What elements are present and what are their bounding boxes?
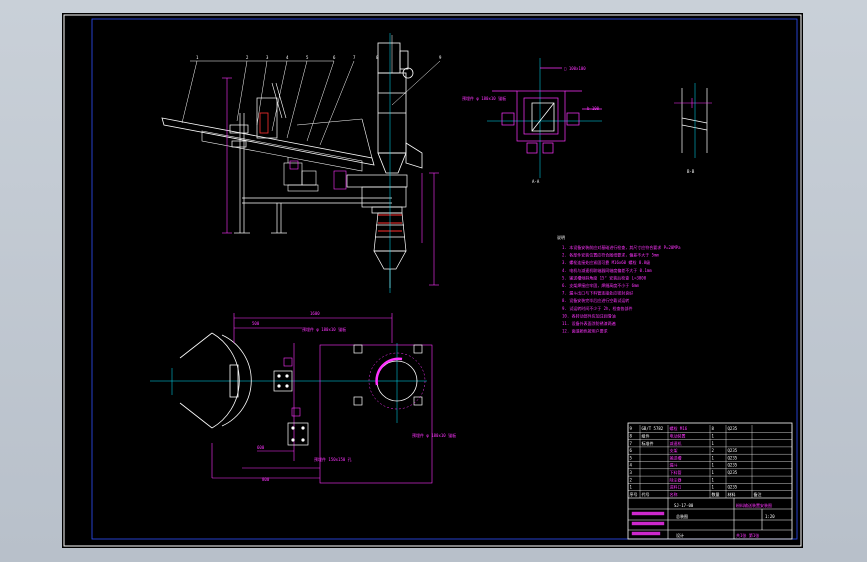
note-line: 6. 支架焊接应牢固，焊缝高度不小于 6mm bbox=[562, 282, 639, 288]
parts-table-cell: 1 bbox=[712, 485, 715, 490]
parts-table-cell: 1 bbox=[712, 441, 715, 446]
part-number-label: 1 bbox=[196, 55, 199, 60]
parts-table-cell: 除尘器 bbox=[670, 476, 682, 482]
note-line: 12. 面漆颜色按用户要求 bbox=[562, 328, 608, 334]
parts-table-cell: 6 bbox=[630, 448, 633, 453]
parts-table-cell: 8 bbox=[630, 434, 633, 439]
note-line: 3. 螺栓连接处应紧固可靠 M16x60 螺栓 8.8级 bbox=[562, 259, 650, 265]
parts-table-cell: 1 bbox=[712, 463, 715, 468]
parts-table-header-cell: 材料 bbox=[728, 491, 736, 497]
sheet-info: 共1张 第1张 bbox=[736, 532, 759, 538]
parts-table-cell: 减速机 bbox=[670, 440, 682, 446]
parts-table-cell: 1 bbox=[712, 477, 715, 482]
parts-table-cell: 1 bbox=[712, 455, 715, 460]
company-name: 粉料输送装置安装图 bbox=[736, 502, 772, 508]
parts-table-cell: 支架 bbox=[670, 447, 678, 453]
part-number-label: 3 bbox=[266, 55, 269, 60]
parts-table-cell: 5 bbox=[630, 455, 633, 460]
parts-table-cell: 螺栓 M16 bbox=[670, 425, 688, 431]
section-b-b-view: B-B bbox=[674, 83, 712, 174]
anchor-note-section: 预埋件 φ 180x10 锚板 bbox=[462, 95, 506, 101]
parts-table-cell: 组件 bbox=[642, 433, 650, 439]
note-line: 2. 各部件安装位置应符合图纸要求，偏差不大于 5mm bbox=[562, 252, 659, 258]
cad-drawing: 1 2 3 4 5 6 7 8 9 bbox=[63, 14, 802, 547]
section-b-label: B-B bbox=[687, 169, 695, 174]
note-line: 10. 各转动部件应加注润滑油 bbox=[562, 312, 616, 318]
parts-table-header-cell: 名称 bbox=[670, 491, 678, 497]
parts-table-cell: 1 bbox=[630, 485, 633, 490]
parts-table-cell: 电动装置 bbox=[670, 433, 686, 439]
parts-table-cell: 7 bbox=[630, 441, 633, 446]
parts-table-header-cell: 数量 bbox=[712, 491, 720, 497]
drawing-no: SJ-17-00 bbox=[674, 503, 694, 508]
parts-table-header-cell: 备注 bbox=[754, 491, 762, 497]
part-number-label: 7 bbox=[353, 55, 356, 60]
parts-table-cell: Q235 bbox=[728, 485, 738, 490]
note-line: 5. 输送槽倾斜角度 15° 安装后检查 L=3000 bbox=[562, 274, 647, 280]
part-number-label: 8 bbox=[376, 55, 379, 60]
parts-table-cell: Q235 bbox=[728, 470, 738, 475]
parts-table-cell: Q235 bbox=[728, 463, 738, 468]
cad-drawing-canvas[interactable]: 1 2 3 4 5 6 7 8 9 bbox=[62, 13, 803, 548]
plan-height-dim: 600 bbox=[257, 445, 265, 450]
note-line: 7. 漏斗出口与下料管连接处应密封良好 bbox=[562, 290, 633, 296]
notes-title: 说明 bbox=[557, 234, 565, 240]
parts-table-cell: 下料管 bbox=[670, 469, 682, 475]
parts-table-header-cell: 代号 bbox=[642, 491, 650, 497]
parts-table-cell: 4 bbox=[630, 463, 633, 468]
front-elevation-view: 1 2 3 4 5 6 7 8 9 bbox=[161, 33, 442, 293]
parts-table-cell: 9 bbox=[630, 426, 633, 431]
part-number-label: 5 bbox=[306, 55, 309, 60]
parts-table-cell: 1 bbox=[712, 470, 715, 475]
note-line: 9. 试运转时间不少于 2h，检查各部件 bbox=[562, 305, 632, 311]
note-line: 8. 设备安装完毕后应进行空载试运转 bbox=[562, 297, 629, 303]
chute-note: 预埋件 φ 180x10 锚板 bbox=[412, 432, 456, 438]
parts-table-cell: 标准件 bbox=[642, 440, 654, 446]
parts-table-cell: 3 bbox=[630, 470, 633, 475]
parts-table-cell: 2 bbox=[712, 448, 715, 453]
parts-table-cell: Q235 bbox=[728, 448, 738, 453]
plate-note: 预埋件 150x150 孔 bbox=[314, 456, 352, 462]
parts-table-cell: 漏斗 bbox=[670, 462, 678, 468]
note-line: 4. 电机与减速机联轴器同轴度偏差不大于 0.1mm bbox=[562, 267, 652, 273]
inner-frame bbox=[91, 18, 798, 540]
section-size-label: □ 100x100 bbox=[564, 66, 586, 71]
parts-table-header-cell: 序号 bbox=[630, 491, 638, 497]
part-number-label: 6 bbox=[333, 55, 336, 60]
technical-notes: 说明 1. 本设备安装前应对基础进行检查，其尺寸应符合要求 P=20MPa 2. … bbox=[557, 234, 681, 334]
plan-width-dim: 1600 bbox=[310, 311, 320, 316]
part-number-label: 9 bbox=[439, 55, 442, 60]
anchor-note-plan: 预埋件 φ 180x10 锚板 bbox=[302, 326, 346, 332]
parts-table-cell: 输送槽 bbox=[670, 454, 682, 460]
section-a-label: A-A bbox=[532, 179, 540, 184]
drawing-scale: 1:20 bbox=[765, 514, 775, 519]
parts-table-cell: 1 bbox=[712, 434, 715, 439]
plan-view: 1600 500 600 800 预埋件 φ 180x10 锚板 预埋件 φ 1… bbox=[150, 311, 456, 484]
plan-left-dim: 500 bbox=[252, 321, 260, 326]
parts-table-cell: Q235 bbox=[728, 455, 738, 460]
part-number-label: 2 bbox=[246, 55, 249, 60]
parts-table-cell: 8 bbox=[712, 426, 715, 431]
section-b-dim: b 100 bbox=[587, 106, 600, 111]
plan-bottom-dim: 800 bbox=[262, 477, 270, 482]
parts-table-cell: GB/T 5782 bbox=[642, 426, 664, 431]
outer-frame bbox=[63, 14, 802, 547]
section-a-a-view: □ 100x100 预埋件 φ 180x10 锚板 b 100 A-A bbox=[462, 58, 602, 184]
drawing-sub: 设计 bbox=[676, 532, 684, 538]
parts-table-cell: 进料口 bbox=[670, 484, 682, 490]
note-line: 11. 设备外表面涂防锈漆两遍 bbox=[562, 320, 616, 326]
parts-table-cell: 2 bbox=[630, 477, 633, 482]
parts-table-cell: Q235 bbox=[728, 426, 738, 431]
part-number-label: 4 bbox=[286, 55, 289, 60]
note-line: 1. 本设备安装前应对基础进行检查，其尺寸应符合要求 P=20MPa bbox=[562, 244, 681, 250]
drawing-name: 总装图 bbox=[676, 513, 688, 519]
